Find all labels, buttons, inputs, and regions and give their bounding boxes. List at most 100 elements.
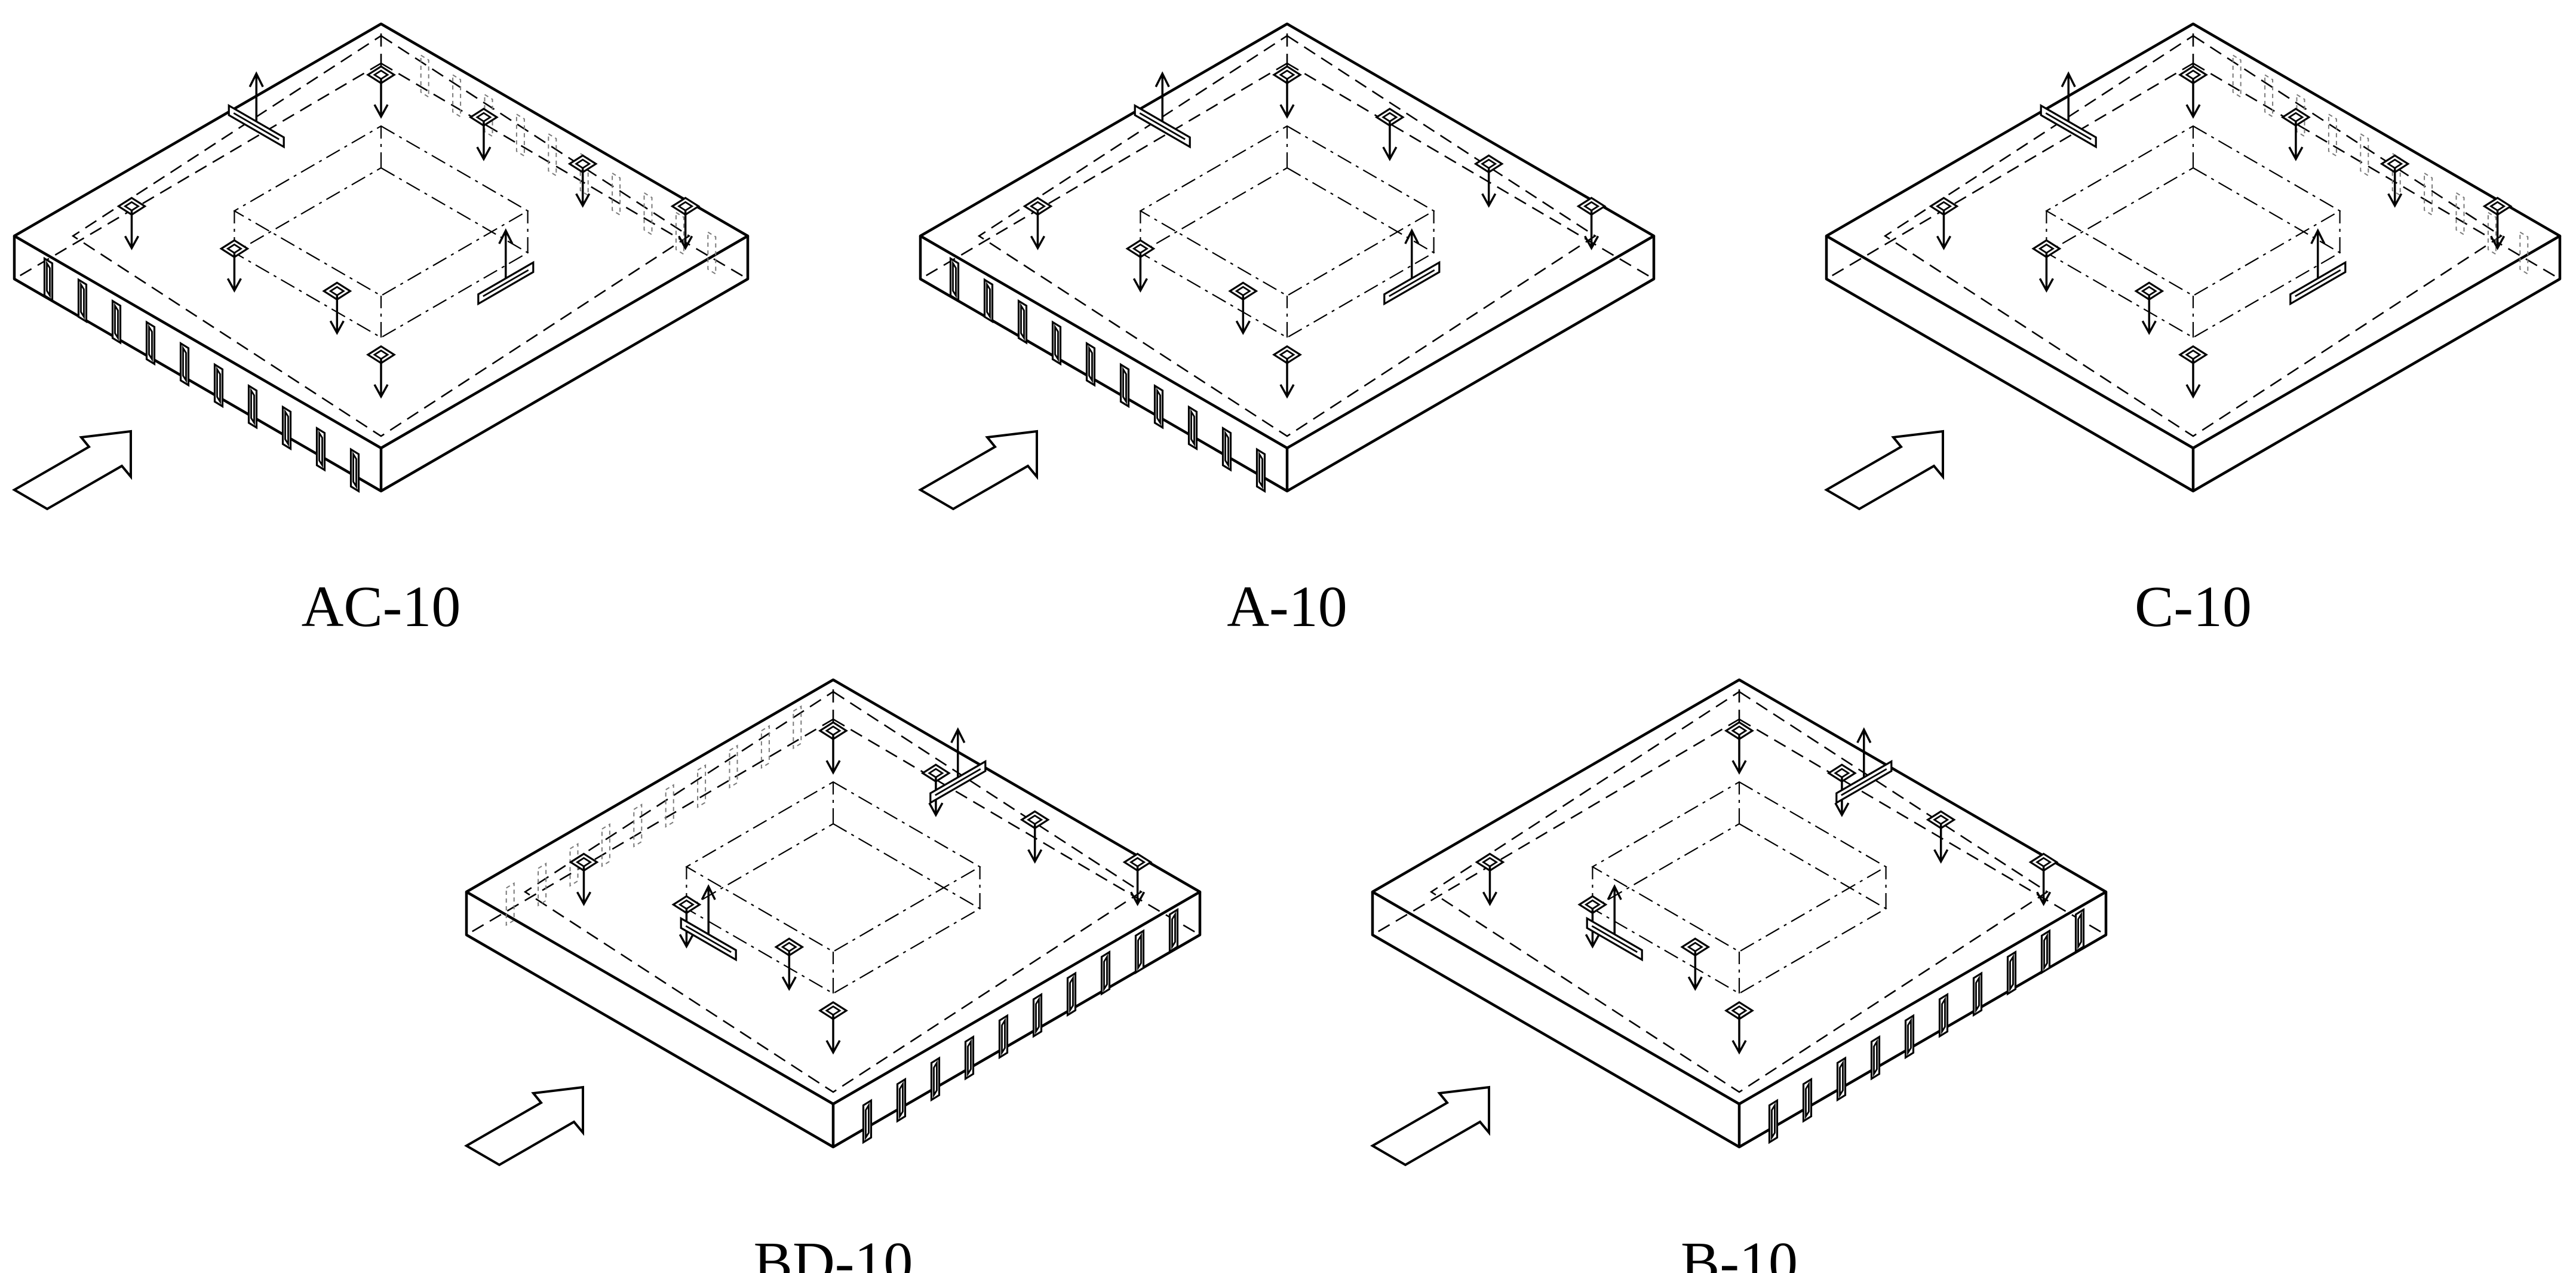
core-zone-top — [1139, 125, 1435, 297]
ceiling-diffuser — [1125, 239, 1156, 293]
hidden-window-slot — [548, 133, 557, 177]
core-zone-top — [685, 781, 981, 953]
outlet-arrow-icon — [248, 71, 264, 122]
window-slot-inner — [1771, 1102, 1776, 1141]
ceiling-diffuser — [1724, 1001, 1754, 1055]
window-slot-inner — [1975, 975, 1980, 1014]
core-zone-top — [1591, 781, 1887, 953]
exhaust-grille — [1835, 727, 1893, 805]
exhaust-grille — [1383, 228, 1441, 306]
back-right-openings — [420, 54, 717, 275]
inlet-arrow-icon — [1481, 167, 1497, 208]
ceiling-diffuser — [2178, 345, 2208, 399]
inlet-arrow-icon — [1584, 210, 1599, 250]
ceiling-diffuser — [219, 239, 250, 293]
wind-direction-arrow-icon — [918, 430, 1038, 511]
ceiling-diffuser — [1826, 763, 1857, 817]
inlet-arrow-icon — [1731, 1014, 1747, 1055]
window-slot-inner — [1088, 345, 1093, 384]
exhaust-grille — [477, 228, 535, 306]
ceiling-diffuser — [671, 895, 702, 949]
ceiling-diffuser — [670, 197, 701, 250]
window-slot-inner — [318, 430, 323, 468]
window-slot-inner — [1001, 1017, 1006, 1056]
hidden-window-slot — [2424, 172, 2433, 216]
ceiling-diffuser — [1724, 721, 1754, 775]
hidden-window-slot — [452, 73, 462, 118]
hidden-window-slot — [707, 231, 717, 275]
panel-caption: AC-10 — [302, 575, 461, 639]
ceiling-diffuser — [1272, 345, 1302, 399]
window-slot-inner — [250, 387, 255, 426]
inlet-arrow-icon — [1132, 252, 1148, 293]
wind-direction-arrow-icon — [12, 430, 132, 511]
inlet-arrow-icon — [373, 78, 389, 119]
window-slot-inner — [933, 1060, 938, 1099]
outlet-arrow-icon — [1607, 884, 1622, 934]
ceiling-diffuser — [2028, 852, 2059, 906]
back-left-openings — [505, 705, 802, 927]
outlet-arrow-icon — [498, 228, 514, 278]
inlet-arrow-icon — [1030, 210, 1046, 250]
window-slot-inner — [2009, 953, 2014, 992]
inlet-arrow-icon — [124, 210, 140, 250]
ceiling-diffuser — [920, 763, 951, 817]
model-panel: C-10 — [1824, 22, 2562, 639]
inlet-arrow-icon — [1933, 823, 1949, 864]
inlet-arrow-icon — [2036, 866, 2052, 906]
window-slot-inner — [284, 409, 289, 447]
ceiling-diffuser — [2482, 197, 2513, 250]
window-slot-inner — [1839, 1060, 1844, 1099]
wind-direction-arrow-icon — [1370, 1085, 1490, 1167]
panel-caption: C-10 — [2135, 575, 2252, 639]
inlet-arrow-icon — [226, 252, 242, 293]
ceiling-diffuser — [2031, 239, 2062, 293]
inlet-arrow-icon — [1279, 78, 1295, 119]
hidden-window-slot — [697, 764, 707, 808]
window-slot-inner — [1258, 451, 1263, 490]
window-slot-inner — [1137, 932, 1142, 971]
window-slot-inner — [1224, 430, 1229, 468]
core-zone — [233, 167, 529, 339]
ceiling-diffuser — [468, 108, 499, 161]
ceiling-diffuser — [366, 65, 396, 119]
ceiling-diffuser — [1122, 852, 1153, 906]
window-slot-inner — [216, 366, 221, 405]
window-slot-inner — [2043, 932, 2048, 971]
ceiling-diffuser — [1680, 937, 1711, 991]
ceiling-diffuser — [366, 345, 396, 399]
ceiling-diffuser — [1929, 197, 1959, 250]
hidden-window-slot — [2487, 211, 2497, 256]
hidden-window-slot — [665, 784, 674, 828]
inlet-arrow-icon — [825, 734, 841, 775]
hidden-window-slot — [633, 803, 643, 848]
inlet-arrow-icon — [1936, 210, 1952, 250]
inlet-arrow-icon — [825, 1014, 841, 1055]
ceiling-diffuser — [1473, 154, 1504, 208]
outlet-arrow-icon — [1404, 228, 1420, 278]
core-zone-top — [233, 125, 529, 297]
inlet-arrow-icon — [2288, 121, 2304, 161]
window-slot-inner — [1020, 302, 1025, 341]
ceiling-diffuser — [1475, 852, 1505, 906]
ceiling-diffuser — [818, 721, 848, 775]
ceiling-diffuser — [567, 154, 598, 208]
ceiling-diffuser — [1020, 810, 1050, 864]
hidden-window-slot — [515, 113, 525, 157]
inlet-arrow-icon — [2141, 295, 2157, 335]
inlet-arrow-icon — [576, 866, 592, 906]
inlet-arrow-icon — [678, 210, 693, 250]
exhaust-grille — [2289, 228, 2347, 306]
ceiling-diffuser — [774, 937, 805, 991]
window-slot-inner — [2077, 911, 2082, 950]
exhaust-grille — [2040, 71, 2097, 149]
ceiling-diffuser — [818, 1001, 848, 1055]
inlet-arrow-icon — [373, 358, 389, 399]
hidden-window-slot — [729, 744, 738, 789]
window-slot-inner — [865, 1102, 870, 1141]
ceiling-diffuser — [2178, 65, 2208, 119]
window-slot-inner — [1907, 1017, 1912, 1056]
ceiling-diffuser — [1228, 281, 1258, 335]
window-slot-inner — [80, 281, 85, 320]
ceiling-diffuser — [1023, 197, 1053, 250]
